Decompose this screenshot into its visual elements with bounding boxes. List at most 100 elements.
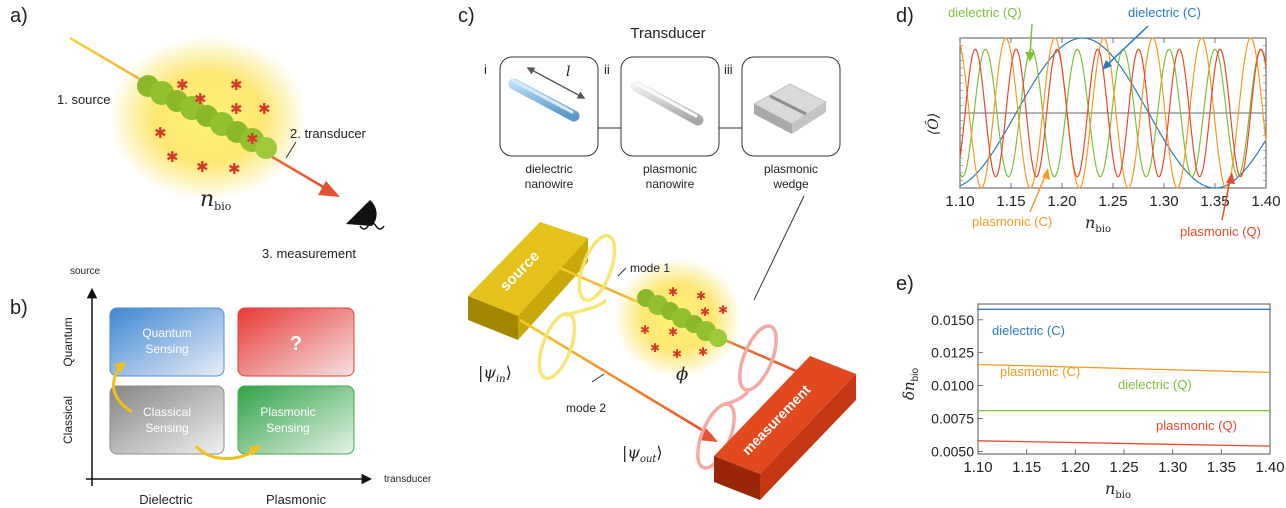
- svg-text:✱: ✱: [640, 323, 650, 337]
- psi-out-label: |ψout⟩: [622, 443, 663, 465]
- row-label-quantum: Quantum: [61, 317, 75, 366]
- col-label-dielectric: Dielectric: [139, 492, 193, 507]
- box-classical-line2: Sensing: [145, 421, 188, 435]
- annot-dielectric-c-head: [1102, 60, 1112, 70]
- label-e-plasmonic-c: plasmonic (C): [1000, 364, 1080, 379]
- y-tick-label-e: 0.0100: [931, 378, 974, 394]
- transducer-ii-line2: nanowire: [646, 177, 695, 191]
- arrowhead-plasmonic: [249, 446, 262, 456]
- measurement-label: 3. measurement: [262, 246, 356, 261]
- panel-b: b) source transducer Quantum Classical D…: [10, 266, 432, 507]
- annot-plasmonic-q-head: [1226, 172, 1235, 184]
- box-plasmonic-sensing: [237, 385, 355, 455]
- transducer-ii-line1: plasmonic: [643, 162, 697, 176]
- mode-2-leader: [591, 373, 605, 383]
- length-arrow: [526, 67, 586, 99]
- series-d-dielectric-q: [959, 48, 1267, 178]
- svg-text:✱: ✱: [154, 125, 167, 142]
- transducer-num-ii: ii: [604, 62, 610, 77]
- x-tick-label-d: 1.40: [1251, 193, 1280, 210]
- x-axis-title: transducer: [384, 474, 432, 485]
- box-unknown-mark: ?: [290, 333, 302, 355]
- panel-d-y-label: ⟨Ô⟩: [924, 113, 942, 135]
- mode-2-label: mode 2: [566, 401, 606, 415]
- panel-a: a) ✱✱ ✱✱ ✱✱ ✱✱ ✱✱ 1. source 2. transduce…: [10, 5, 385, 261]
- annot-dielectric-q: dielectric (Q): [948, 5, 1022, 20]
- beam-mode-2: [519, 318, 713, 438]
- transducer-num-i: i: [484, 62, 487, 77]
- transducer-iii-line1: plasmonic: [764, 162, 818, 176]
- box-plasmonic-line2: Sensing: [266, 421, 309, 435]
- y-tick-label-e: 0.0050: [931, 443, 974, 459]
- transducer-analytes: ✱✱ ✱✱ ✱✱ ✱✱ ✱: [640, 285, 728, 361]
- transducer-title: Transducer: [630, 25, 705, 42]
- annot-plasmonic-c-head: [1042, 168, 1050, 180]
- panel-b-label: b): [10, 297, 28, 319]
- x-tick-label-e: 1.20: [1061, 459, 1090, 476]
- svg-text:✱: ✱: [196, 159, 209, 176]
- x-tick-label-d: 1.15: [996, 193, 1025, 210]
- y-tick-label-e: 0.0150: [931, 312, 974, 328]
- arrow-classical-to-plasmonic: [194, 444, 257, 461]
- box-plasmonic-line1: Plasmonic: [260, 405, 315, 419]
- y-tick-label-e: 0.0125: [931, 345, 974, 361]
- annot-plasmonic-c-arrow: [1029, 173, 1047, 213]
- transducer-label: 2. transducer: [290, 126, 367, 141]
- annot-dielectric-q-arrow: [1029, 23, 1033, 56]
- x-tick-label-d: 1.25: [1098, 193, 1127, 210]
- box-classical-sensing: [109, 385, 225, 455]
- x-tick-label-d: 1.20: [1047, 193, 1076, 210]
- arrowhead-quantum: [114, 362, 126, 373]
- svg-text:✱: ✱: [228, 161, 241, 178]
- series-e-plasmonic-c: [977, 363, 1271, 374]
- transducer-i-line2: nanowire: [525, 177, 574, 191]
- transducer-num-iii: iii: [724, 62, 733, 77]
- detector-icon: [346, 200, 385, 230]
- box-classical-line1: Classical: [143, 405, 191, 419]
- x-tick-label-e: 1.35: [1207, 459, 1236, 476]
- svg-text:✱: ✱: [672, 347, 682, 361]
- svg-text:✱: ✱: [230, 77, 243, 94]
- annot-dielectric-q-head: [1025, 52, 1035, 62]
- source-label: 1. source: [57, 92, 110, 107]
- x-tick-label-e: 1.15: [1012, 459, 1041, 476]
- analyte-markers: ✱✱ ✱✱ ✱✱ ✱✱ ✱✱: [154, 77, 271, 178]
- panel-c: c) Transducer i ii iii l dielectric nano…: [458, 5, 856, 500]
- row-label-classical: Classical: [61, 396, 75, 444]
- svg-text:✱: ✱: [230, 101, 243, 118]
- svg-text:✱: ✱: [698, 345, 708, 359]
- svg-text:✱: ✱: [258, 101, 271, 118]
- beam-arrowhead: [318, 181, 340, 197]
- x-tick-label-e: 1.25: [1109, 459, 1138, 476]
- svg-text:✱: ✱: [246, 131, 259, 148]
- length-symbol: l: [566, 64, 570, 80]
- measurement-block: measurement: [714, 356, 856, 500]
- panel-e-x-label: nbio: [1105, 479, 1131, 501]
- svg-text:✱: ✱: [696, 289, 706, 303]
- phase-label: ϕ: [676, 364, 688, 385]
- panel-a-label: a): [10, 5, 28, 27]
- mode-1-label: mode 1: [630, 261, 670, 275]
- annot-dielectric-c: dielectric (C): [1128, 5, 1201, 20]
- series-d-plasmonic-q: [959, 48, 1267, 178]
- nanowire-transducer: [137, 75, 277, 159]
- panel-e-y-label: δnbio: [900, 368, 921, 400]
- transducer-nanowire: [637, 289, 727, 347]
- svg-text:✱: ✱: [718, 303, 728, 317]
- box-quantum-line1: Quantum: [142, 326, 191, 340]
- panel-d-label: d): [896, 5, 914, 27]
- svg-text:✱: ✱: [700, 305, 710, 319]
- series-e-plasmonic-q: [977, 440, 1271, 447]
- mode-1-leader: [617, 267, 627, 277]
- x-tick-label-e: 1.10: [963, 459, 992, 476]
- y-axis-title: source: [70, 266, 100, 277]
- dielectric-nanowire-image: l: [508, 64, 586, 122]
- x-tick-label-d: 1.35: [1200, 193, 1229, 210]
- box-quantum-line2: Sensing: [145, 342, 188, 356]
- transducer-i-line1: dielectric: [525, 162, 572, 176]
- svg-text:✱: ✱: [194, 91, 207, 108]
